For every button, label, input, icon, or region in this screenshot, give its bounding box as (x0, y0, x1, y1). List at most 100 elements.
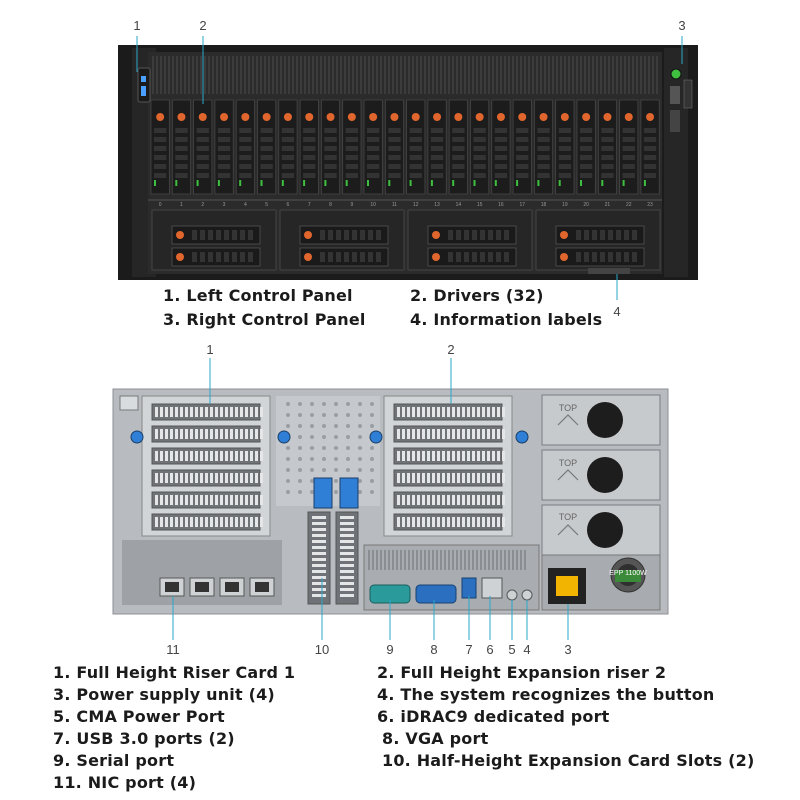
rear-caption-4: 4. The system recognizes the button (377, 685, 715, 704)
front-vent-strip (152, 56, 658, 94)
psu-handle (587, 512, 623, 548)
usb-ports (461, 577, 477, 599)
drive-release (454, 113, 463, 121)
drive-release (603, 113, 612, 121)
bay-number: 22 (626, 202, 632, 208)
rear-callout-10: 10 (314, 642, 330, 657)
bay-number: 14 (456, 202, 462, 208)
psu-handle (587, 402, 623, 438)
system-id-button (521, 589, 533, 601)
drive-release (411, 113, 420, 121)
drive-release (283, 113, 292, 121)
bay-number: 16 (498, 202, 504, 208)
bay-number: 15 (477, 202, 483, 208)
half-height-latch-2 (339, 477, 359, 509)
rear-callout-1: 1 (206, 342, 214, 357)
drive-release (241, 113, 250, 121)
rear-caption-2: 2. Full Height Expansion riser 2 (377, 663, 667, 682)
bay-number: 7 (308, 202, 311, 208)
front-callout-1: 1 (133, 18, 141, 33)
bay-number: 6 (287, 202, 290, 208)
front-caption-3: 3. Right Control Panel (163, 310, 366, 329)
information-label-tag (588, 268, 630, 274)
rear-view (112, 388, 669, 615)
drive-release (156, 113, 165, 121)
rear-caption-1: 1. Full Height Riser Card 1 (53, 663, 296, 682)
bay-number: 9 (350, 202, 353, 208)
drive-release (646, 113, 655, 121)
cma-power-port (506, 589, 518, 601)
drive-release (305, 113, 314, 121)
psu-top-label-3: TOP (558, 512, 578, 522)
riser-card-2 (383, 395, 513, 537)
rear-caption-8: 8. VGA port (382, 729, 489, 748)
drive-release (177, 113, 186, 121)
rear-caption-11: 11. NIC port (4) (53, 773, 197, 792)
drive-release (624, 113, 633, 121)
rear-callout-2: 2 (447, 342, 455, 357)
front-callout-3: 3 (678, 18, 686, 33)
bay-number: 5 (265, 202, 268, 208)
riser-card-1 (141, 395, 271, 537)
bay-number: 20 (583, 202, 589, 208)
drive-release (475, 113, 484, 121)
drive-release (347, 113, 356, 121)
rear-caption-7: 7. USB 3.0 ports (2) (53, 729, 235, 748)
bay-number: 1 (180, 202, 183, 208)
psu-badge: EPP 1100W (609, 570, 647, 577)
nic-ports (159, 577, 275, 597)
drive-release (518, 113, 527, 121)
bay-number: 10 (370, 202, 376, 208)
right-control-panel (670, 68, 693, 132)
rear-callout-7: 7 (465, 642, 473, 657)
rear-callout-3: 3 (564, 642, 572, 657)
drive-release (560, 113, 569, 121)
leader-lines (136, 36, 683, 640)
rear-caption-10: 10. Half-Height Expansion Card Slots (2) (382, 751, 755, 770)
rear-caption-5: 5. CMA Power Port (53, 707, 225, 726)
front-callout-4: 4 (613, 304, 621, 319)
idrac-port (481, 577, 503, 599)
bay-number: 2 (201, 202, 204, 208)
drive-release (433, 113, 442, 121)
psu-handle (587, 457, 623, 493)
psu-top-label-1: TOP (558, 403, 578, 413)
bay-number: 4 (244, 202, 247, 208)
power-supplies (541, 394, 661, 556)
vga-port (415, 584, 457, 604)
bay-number: 18 (541, 202, 547, 208)
rear-callout-11: 11 (166, 642, 180, 657)
bay-number: 21 (605, 202, 611, 208)
rear-callout-6: 6 (486, 642, 494, 657)
rear-callout-8: 8 (430, 642, 438, 657)
bay-number: 11 (392, 202, 397, 208)
drive-release (326, 113, 335, 121)
rear-callout-9: 9 (386, 642, 394, 657)
drive-release (369, 113, 378, 121)
bay-number: 13 (434, 202, 440, 208)
front-callout-2: 2 (199, 18, 207, 33)
bay-number: 0 (159, 202, 162, 208)
rear-caption-9: 9. Serial port (53, 751, 175, 770)
bay-number: 12 (413, 202, 419, 208)
bay-number: 19 (562, 202, 568, 208)
drive-release (262, 113, 271, 121)
front-caption-1: 1. Left Control Panel (163, 286, 353, 305)
front-caption-4: 4. Information labels (410, 310, 603, 329)
half-height-latch-1 (313, 477, 333, 509)
left-control-panel (137, 67, 151, 103)
half-height-slots (307, 511, 359, 605)
drive-release (539, 113, 548, 121)
rear-callout-4: 4 (523, 642, 531, 657)
bay-number: 23 (647, 202, 653, 208)
rear-caption-3: 3. Power supply unit (4) (53, 685, 275, 704)
drive-release (198, 113, 207, 121)
drive-release (220, 113, 229, 121)
drive-release (582, 113, 591, 121)
lower-drive-cages (151, 209, 661, 271)
rear-caption-6: 6. iDRAC9 dedicated port (377, 707, 610, 726)
drive-release (390, 113, 399, 121)
psu-top-label-2: TOP (558, 458, 578, 468)
